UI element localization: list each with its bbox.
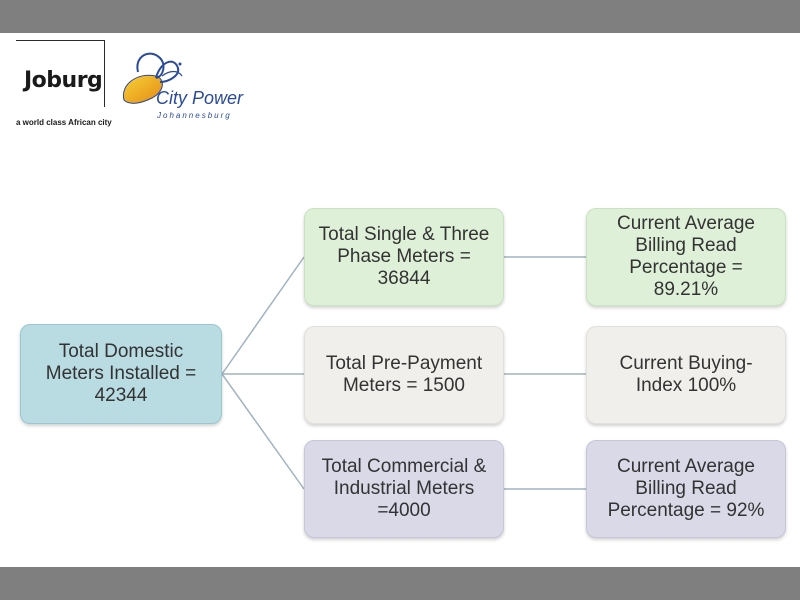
bottom-band <box>0 567 800 600</box>
joburg-logo-text: Joburg <box>24 68 103 93</box>
top-band <box>0 0 800 33</box>
connector-root-branch-3 <box>221 373 305 490</box>
city-power-butterfly-icon <box>122 52 183 104</box>
branch-box-3: Total Commercial & Industrial Meters =40… <box>304 440 504 538</box>
result-box-3: Current Average Billing Read Percentage … <box>586 440 786 538</box>
result-box-2-label: Current Buying- Index 100% <box>619 353 753 396</box>
branch-box-1-label: Total Single & Three Phase Meters = 3684… <box>318 224 490 289</box>
result-box-2: Current Buying- Index 100% <box>586 326 786 424</box>
city-power-name: City Power <box>156 88 244 108</box>
branch-box-2-label: Total Pre-Payment Meters = 1500 <box>325 353 483 396</box>
joburg-tagline: a world class African city <box>16 118 112 127</box>
connector-root-branch-1 <box>221 256 305 375</box>
joburg-logo-frame <box>16 40 105 107</box>
branch-box-3-label: Total Commercial & Industrial Meters =40… <box>321 456 487 521</box>
city-power-subtitle: Johannesburg <box>157 111 232 120</box>
branch-box-1: Total Single & Three Phase Meters = 3684… <box>304 208 504 306</box>
root-box-label: Total Domestic Meters Installed = 42344 <box>45 341 197 406</box>
result-box-3-label: Current Average Billing Read Percentage … <box>607 456 765 521</box>
root-box: Total Domestic Meters Installed = 42344 <box>20 324 222 424</box>
branch-box-2: Total Pre-Payment Meters = 1500 <box>304 326 504 424</box>
joburg-logo: Joburg <box>16 40 108 110</box>
result-box-1-label: Current Average Billing Read Percentage … <box>616 213 755 300</box>
result-box-1: Current Average Billing Read Percentage … <box>586 208 786 306</box>
